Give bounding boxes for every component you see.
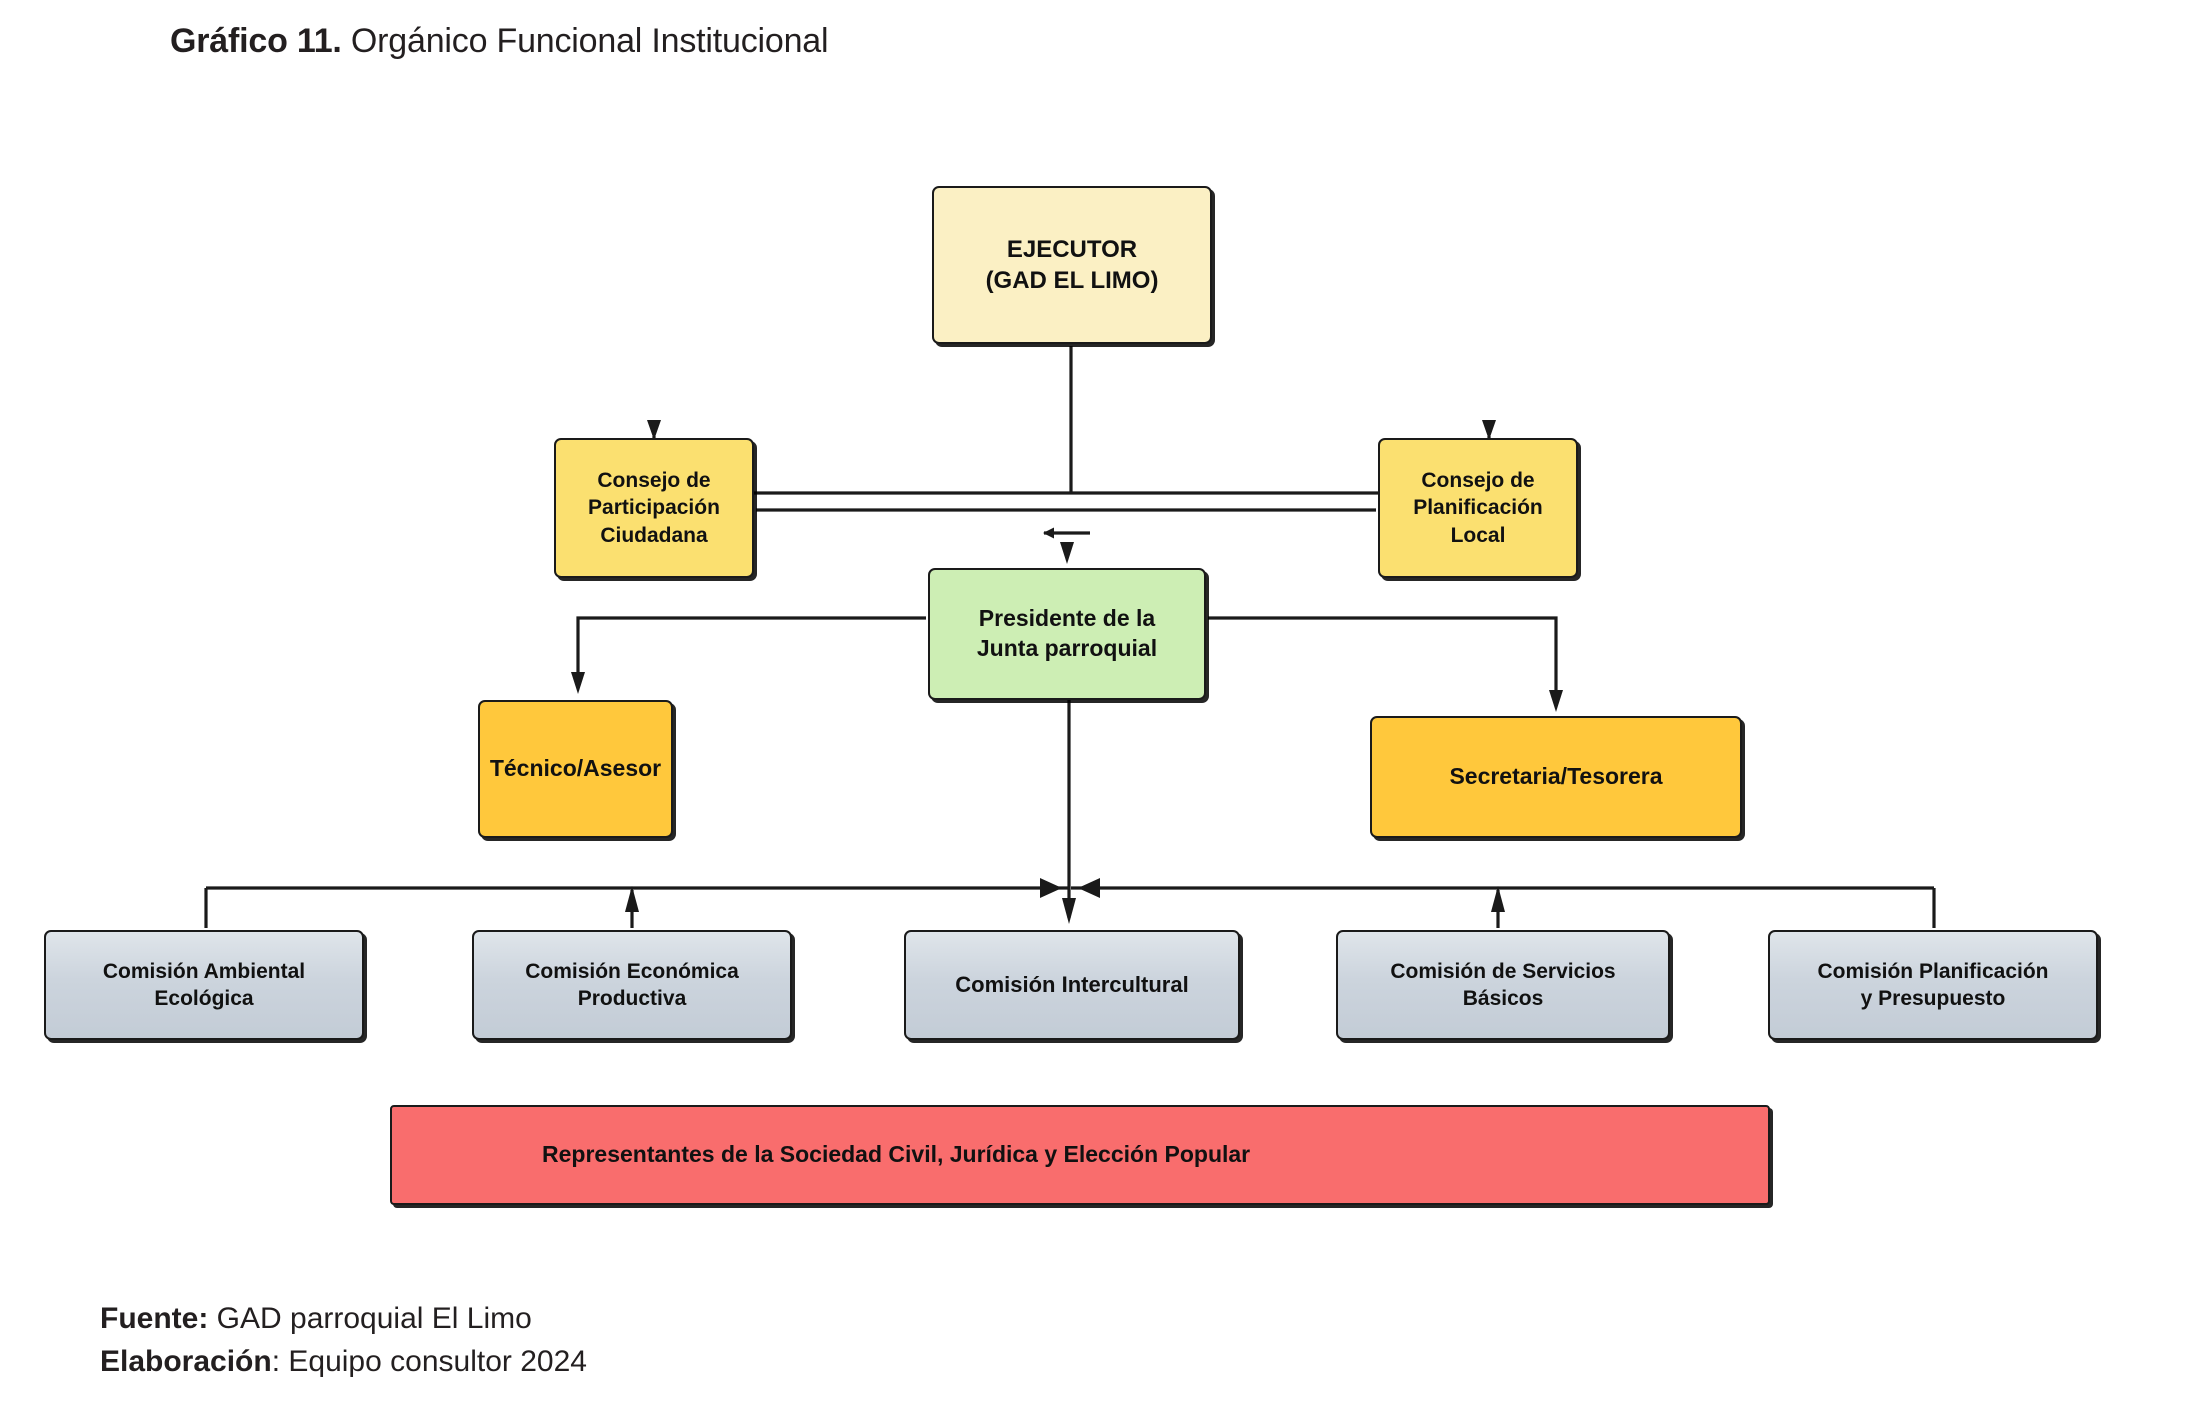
arrowhead-intercultural [1062, 898, 1076, 924]
arrowhead-economica-up [625, 886, 639, 912]
node-comision-intercultural[interactable]: Comisión Intercultural [904, 930, 1240, 1040]
page-title-number: Gráfico 11. [170, 22, 342, 60]
node-com-servicios-label: Comisión de Servicios Básicos [1390, 959, 1616, 1010]
node-com-planificacion-label: Comisión Planificación y Presupuesto [1817, 959, 2049, 1010]
node-comision-planificacion-presupuesto[interactable]: Comisión Planificación y Presupuesto [1768, 930, 2098, 1040]
node-secretaria-label: Secretaria/Tesorera [1449, 763, 1663, 790]
arrowhead-bus-center-right [1040, 878, 1062, 898]
source-value: GAD parroquial El Limo [208, 1302, 532, 1335]
node-com-ambiental-label: Comisión Ambiental Ecológica [102, 959, 306, 1010]
elaboration-value: : Equipo consultor 2024 [271, 1344, 587, 1378]
edge-presidente-to-tecnico [576, 616, 926, 688]
arrowhead-servicios-up [1491, 886, 1505, 912]
node-comision-servicios-basicos[interactable]: Comisión de Servicios Básicos [1336, 930, 1670, 1040]
elaboration-line: Elaboración: Equipo consultor 2024 [100, 1341, 587, 1384]
node-consejo-planificacion-label: Consejo de Planificación Local [1413, 469, 1543, 547]
node-consejo-participacion-ciudadana[interactable]: Consejo de Participación Ciudadana [554, 438, 754, 578]
arrowhead-secretaria [1549, 690, 1563, 712]
node-tecnico-asesor[interactable]: Técnico/Asesor [478, 700, 673, 838]
node-representantes-label: Representantes de la Sociedad Civil, Jur… [542, 1141, 1251, 1168]
arrowhead-participacion [647, 420, 661, 440]
node-comision-ambiental-ecologica[interactable]: Comisión Ambiental Ecológica [44, 930, 364, 1040]
arrowhead-tecnico [571, 672, 585, 694]
node-ejecutor[interactable]: EJECUTOR (GAD EL LIMO) [932, 186, 1212, 344]
source-line: Fuente: GAD parroquial El Limo [100, 1298, 587, 1341]
node-ejecutor-label: EJECUTOR (GAD EL LIMO) [985, 235, 1159, 294]
edge-presidente-to-secretaria [1208, 616, 1558, 706]
node-com-economica-label: Comisión Económica Productiva [525, 959, 739, 1010]
node-representantes-sociedad-civil[interactable]: Representantes de la Sociedad Civil, Jur… [390, 1105, 1770, 1205]
source-label: Fuente: [100, 1302, 209, 1335]
page-title-text: Orgánico Funcional Institucional [341, 22, 829, 60]
arrowhead-presidente [1060, 542, 1074, 564]
node-comision-economica-productiva[interactable]: Comisión Económica Productiva [472, 930, 792, 1040]
node-presidente-junta-parroquial[interactable]: Presidente de la Junta parroquial [928, 568, 1206, 700]
elaboration-label: Elaboración [100, 1344, 272, 1378]
node-secretaria-tesorera[interactable]: Secretaria/Tesorera [1370, 716, 1742, 838]
node-presidente-label: Presidente de la Junta parroquial [976, 605, 1158, 661]
arrowhead-bus-center-left [1078, 878, 1100, 898]
arrowhead-planificacion [1482, 420, 1496, 440]
node-consejo-participacion-label: Consejo de Participación Ciudadana [588, 469, 720, 547]
node-tecnico-label: Técnico/Asesor [489, 755, 662, 782]
figure-source-note: Fuente: GAD parroquial El Limo Elaboraci… [100, 1298, 587, 1383]
node-consejo-planificacion-local[interactable]: Consejo de Planificación Local [1378, 438, 1578, 578]
node-com-intercultural-label: Comisión Intercultural [955, 971, 1189, 997]
page-title: Gráfico 11. Orgánico Funcional Instituci… [170, 22, 829, 61]
